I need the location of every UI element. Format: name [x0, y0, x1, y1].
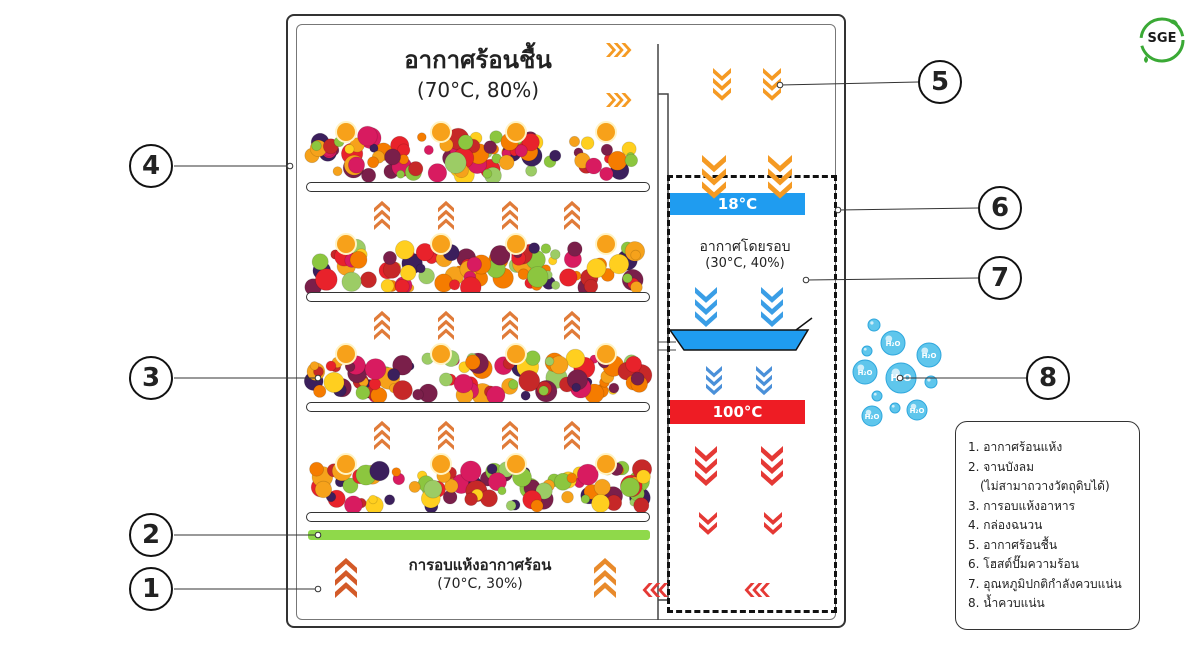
- condenser-temp-bar: 100°C: [670, 400, 805, 424]
- water-droplet: [861, 345, 873, 357]
- humid-air-conditions: (70°C, 80%): [416, 78, 540, 102]
- arrow-chevron: [761, 287, 783, 328]
- legend-item: (ไม่สามาถวางวัตถุดิบได้): [980, 479, 1110, 493]
- water-droplet: [924, 375, 938, 389]
- water-droplet: H₂O: [852, 359, 878, 385]
- legend-item: 1. อากาศร้อนแห้ง: [968, 440, 1063, 454]
- arrow-chevron: [761, 446, 783, 487]
- shelf-4: [306, 512, 650, 522]
- arrow-chevron: [564, 420, 580, 450]
- callout-4: 4: [129, 144, 173, 188]
- legend-item: 3. การอบแห้งอาหาร: [968, 498, 1076, 513]
- shelf-2: [306, 292, 650, 302]
- legend-item: 2. จานบังลม: [968, 459, 1034, 474]
- water-droplet: H₂O: [861, 405, 883, 427]
- water-droplet: H₂O: [916, 342, 942, 368]
- arrow-chevron: [438, 310, 454, 340]
- arrow-chevron: [374, 420, 390, 450]
- water-droplet-label: H₂O: [858, 369, 873, 377]
- legend: 1. อากาศร้อนแห้ง 2. จานบังลม (ไม่สามาถวา…: [955, 421, 1140, 630]
- arrow-chevron: [695, 446, 717, 487]
- arrow-chevron: [606, 43, 632, 57]
- water-droplet: [871, 390, 883, 402]
- arrow-chevron: [695, 287, 717, 328]
- shelf-1: [306, 182, 650, 192]
- sge-logo-text: SGE: [1147, 31, 1177, 46]
- water-droplet-label: H₂O: [922, 352, 937, 360]
- arrow-chevron: [699, 512, 717, 535]
- arrow-chevron: [756, 366, 772, 396]
- water-droplet: H₂O: [906, 399, 928, 421]
- arrow-chevron: [438, 200, 454, 230]
- callout-2: 2: [129, 513, 173, 557]
- legend-item: 6. โฮสต์ปั๊มความร้อน: [968, 557, 1079, 571]
- arrow-chevron: [744, 583, 770, 597]
- evaporator-temp-bar: 18°C: [670, 193, 805, 215]
- fruit-row-1: [304, 118, 650, 186]
- fruit-row-2: [304, 230, 650, 299]
- callout-8: 8: [1026, 356, 1070, 400]
- arrow-chevron: [374, 310, 390, 340]
- arrow-chevron: [502, 310, 518, 340]
- water-droplet: [867, 318, 881, 332]
- callout-5: 5: [918, 60, 962, 104]
- arrow-chevron: [564, 310, 580, 340]
- arrow-chevron: [502, 420, 518, 450]
- insulated-box-outer: [286, 14, 846, 628]
- humid-air-title: อากาศร้อนชื้น: [404, 46, 552, 74]
- callout-7: 7: [978, 256, 1022, 300]
- ambient-air-label: อากาศโดยรอบ: [699, 239, 791, 255]
- arrow-chevron: [702, 155, 726, 199]
- arrow-chevron: [706, 366, 722, 396]
- fruit-row-3: [303, 340, 653, 406]
- callout-3: 3: [129, 356, 173, 400]
- water-droplet-label: H₂O: [910, 407, 925, 415]
- arrow-chevron: [438, 420, 454, 450]
- callout-1: 1: [129, 567, 173, 611]
- ambient-air-conditions: (30°C, 40%): [705, 256, 785, 271]
- baffle-plate: [308, 530, 650, 540]
- legend-item: 5. อากาศร้อนชื้น: [968, 537, 1058, 552]
- arrow-chevron: [335, 557, 357, 598]
- shelf-3: [306, 402, 650, 412]
- water-droplet: [889, 402, 901, 414]
- hot-air-drying-title: การอบแห้งอากาศร้อน: [408, 556, 552, 574]
- fruit-row-4: [306, 450, 653, 515]
- arrow-chevron: [594, 557, 616, 598]
- legend-item: 8. น้ำควบแน่น: [968, 596, 1045, 610]
- arrow-chevron: [502, 200, 518, 230]
- arrow-chevron: [606, 93, 632, 107]
- sge-logo: [1139, 17, 1185, 63]
- water-droplet-label: H₂O: [886, 340, 901, 348]
- arrow-chevron: [642, 583, 668, 597]
- water-droplet-label: H₂O: [865, 413, 880, 421]
- arrow-chevron: [564, 200, 580, 230]
- legend-item: 4. กล่องฉนวน: [968, 518, 1043, 532]
- arrow-chevron: [713, 68, 731, 101]
- arrow-chevron: [764, 512, 782, 535]
- arrow-chevron: [768, 155, 792, 199]
- water-droplet: H₂O: [880, 330, 906, 356]
- heat-pump-unit: [667, 175, 837, 613]
- hot-air-drying-conditions: (70°C, 30%): [437, 576, 523, 592]
- callout-6: 6: [978, 186, 1022, 230]
- legend-item: 7. อุณหภูมิปกติกำลังควบแน่น: [968, 576, 1122, 591]
- arrow-chevron: [374, 200, 390, 230]
